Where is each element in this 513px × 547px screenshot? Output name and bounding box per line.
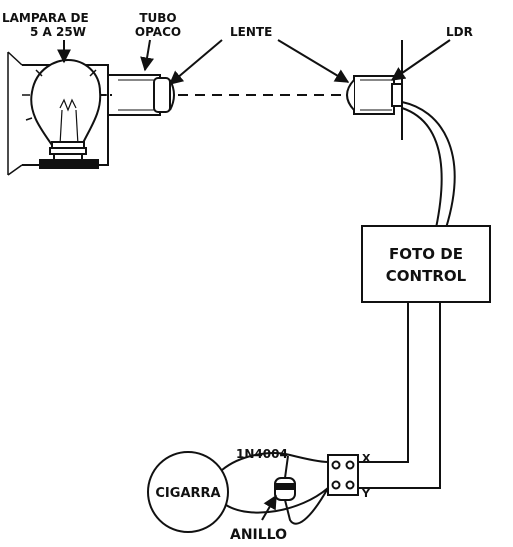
box-label-line1: FOTO DE xyxy=(389,245,463,263)
tube-label-line2: OPACO xyxy=(135,25,181,39)
ring-label: ANILLO xyxy=(230,527,287,543)
terminal-x-label: X xyxy=(362,452,371,465)
lamp-assembly xyxy=(7,51,109,176)
control-wires xyxy=(358,302,441,489)
diode-wiring xyxy=(221,452,329,525)
terminal-y-label: Y xyxy=(361,487,371,500)
buzzer-circle xyxy=(147,451,229,533)
buzzer-label: CIGARRA xyxy=(155,486,220,501)
ldr-label: LDR xyxy=(446,25,473,39)
annotation-arrows xyxy=(57,39,451,521)
terminal-block xyxy=(327,454,359,496)
lamp-label-line2: 5 A 25W xyxy=(30,25,86,39)
opaque-tube xyxy=(107,74,175,116)
ldr-sensor xyxy=(346,40,456,229)
bulb-stand xyxy=(39,159,99,169)
photo-control-box xyxy=(361,225,491,303)
lens-label: LENTE xyxy=(230,25,272,39)
diode-label: 1N4004 xyxy=(236,447,288,461)
light-bulb xyxy=(30,58,102,146)
box-label-line2: CONTROL xyxy=(386,267,467,285)
tube-label-line1: TUBO xyxy=(139,11,176,25)
lamp-label-line1: LAMPARA DE xyxy=(2,11,89,25)
diode-1n4004 xyxy=(274,477,296,501)
